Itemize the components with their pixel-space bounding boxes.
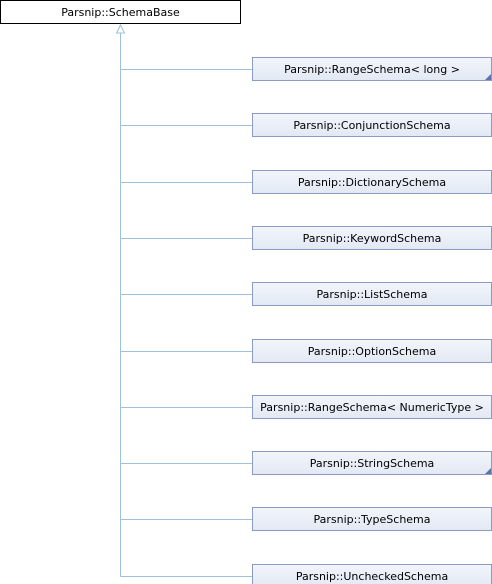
node-typeschema[interactable]: Parsnip::TypeSchema [252,507,492,531]
node-label: Parsnip::TypeSchema [313,512,431,526]
node-rangeschema-long[interactable]: Parsnip::RangeSchema< long > [252,57,492,81]
node-stringschema[interactable]: Parsnip::StringSchema [252,451,492,475]
node-label: Parsnip::RangeSchema< long > [284,62,460,76]
node-label: Parsnip::UncheckedSchema [295,569,449,583]
node-schema-base[interactable]: Parsnip::SchemaBase [0,0,241,24]
node-label: Parsnip::DictionarySchema [297,175,447,189]
more-children-marker-icon [485,74,491,80]
node-dictionaryschema[interactable]: Parsnip::DictionarySchema [252,170,492,194]
node-label: Parsnip::KeywordSchema [302,231,442,245]
node-label: Parsnip::RangeSchema< NumericType > [260,400,484,414]
node-label: Parsnip::ListSchema [316,287,428,301]
node-rangeschema-numerictype[interactable]: Parsnip::RangeSchema< NumericType > [252,395,492,419]
inheritance-arrow-icon [115,23,126,34]
node-uncheckedschema[interactable]: Parsnip::UncheckedSchema [252,564,492,584]
node-keywordschema[interactable]: Parsnip::KeywordSchema [252,226,492,250]
node-conjunctionschema[interactable]: Parsnip::ConjunctionSchema [252,113,492,137]
node-listschema[interactable]: Parsnip::ListSchema [252,282,492,306]
node-optionschema[interactable]: Parsnip::OptionSchema [252,339,492,363]
node-label: Parsnip::StringSchema [309,456,435,470]
node-label: Parsnip::SchemaBase [61,5,180,19]
node-label: Parsnip::OptionSchema [307,344,437,358]
more-children-marker-icon [485,468,491,474]
node-label: Parsnip::ConjunctionSchema [293,118,451,132]
